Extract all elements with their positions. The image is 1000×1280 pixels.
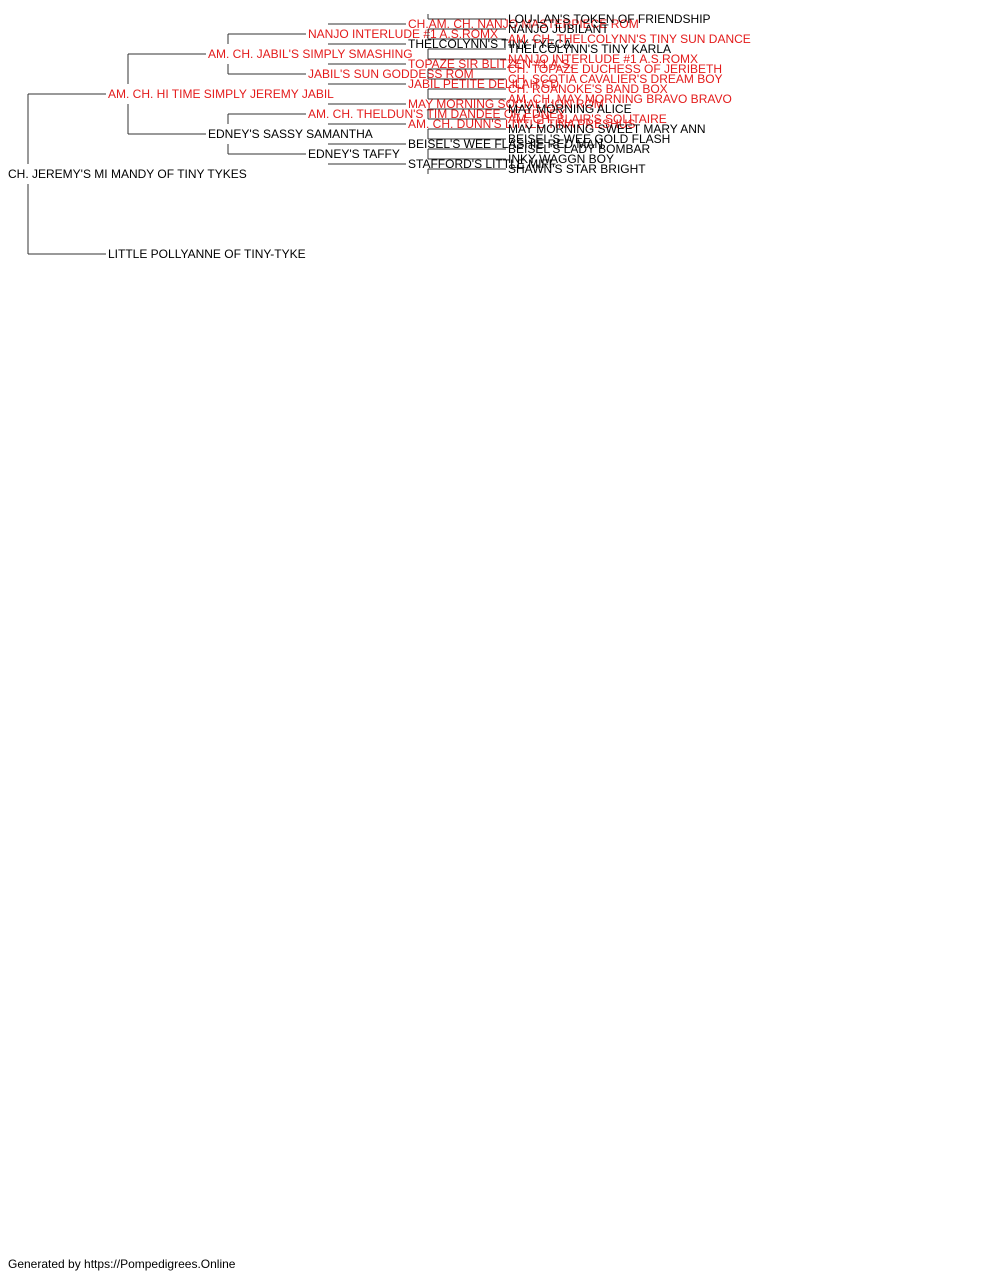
pedigree-entry-gen5-31: SHAWN'S STAR BRIGHT <box>508 162 646 176</box>
pedigree-entry-gen5-24: MAY MORNING SWEET MARY ANN <box>508 122 706 136</box>
pedigree-entry-gen5-5: LOU-LAN'S TOKEN OF FRIENDSHIP <box>508 12 711 26</box>
pedigree-entry-gen1-1: AM. CH. HI TIME SIMPLY JEREMY JABIL <box>108 87 334 101</box>
pedigree-entry-gen5-8: AM. CH. THELCOLYNN'S TINY SUN DANCE <box>508 32 751 46</box>
pedigree-entry-gen5-12: NANJO INTERLUDE #1 A.S.ROMX <box>508 52 698 66</box>
pedigree-entry-gen4-26: BEISEL'S WEE FLASHIE RED MAN <box>408 137 603 151</box>
pedigree-entry-gen3-18: AM. CH. THELDUN'S TIM DANDEE OF EDNEY <box>308 107 565 121</box>
pedigree-entry-gen2-17: EDNEY'S SASSY SAMANTHA <box>208 127 373 141</box>
pedigree-entry-gen4-11: TOPAZE SIR BLITZEN #1 A.S. <box>408 57 573 71</box>
pedigree-entry-gen5-6: NANJO JUBILANT <box>508 22 609 36</box>
pedigree-entry-gen5-27: BEISEL'S WEE GOLD FLASH <box>508 132 670 146</box>
pedigree-entry-gen1-32: LITTLE POLLYANNE OF TINY-TYKE <box>108 247 306 261</box>
pedigree-entry-gen5-23: AM. CH. BLAIR'S SOLITAIRE <box>508 112 667 126</box>
pedigree-entry-gen5-20: AM. CH. MAY MORNING BRAVO BRAVO <box>508 92 732 106</box>
pedigree-entry-gen5-13: CH. TOPAZE DUCHESS OF JERIBETH <box>508 62 722 76</box>
pedigree-entry-gen3-10: JABIL'S SUN GODDESS ROM <box>308 67 474 81</box>
pedigree-entry-gen5-21: MAY MORNING ALICE <box>508 102 632 116</box>
pedigree-entry-gen4-14: JABIL PETITE DELILAH CD <box>408 77 559 91</box>
pedigree-entry-gen5-28: BEISEL'S LADY BOMBAR <box>508 142 650 156</box>
pedigree-entry-gen0-0: CH. JEREMY'S MI MANDY OF TINY TYKES <box>8 167 247 181</box>
pedigree-entry-gen5-30: INKY WAGGN BOY <box>508 152 614 166</box>
footer-credit: Generated by https://Pompedigrees.Online <box>8 1257 236 1271</box>
pedigree-entry-gen4-29: STAFFORD'S LITTLE MIFF <box>408 157 556 171</box>
pedigree-entry-gen2-2: AM. CH. JABIL'S SIMPLY SMASHING <box>208 47 413 61</box>
pedigree-entry-gen5-15: CH. SCOTIA CAVALIER'S DREAM BOY <box>508 72 723 86</box>
pedigree-entry-gen5-9: THELCOLYNN'S TINY KARLA <box>508 42 671 56</box>
pedigree-entry-gen4-19: MAY MORNING SOCIAL LION ROM <box>408 97 604 111</box>
pedigree-entry-gen4-22: AM. CH. DUNN'S LITTLE TINA PRESHUS <box>408 117 635 131</box>
pedigree-entry-gen3-25: EDNEY'S TAFFY <box>308 147 400 161</box>
pedigree-entry-gen5-16: CH. ROANOKE'S BAND BOX <box>508 82 668 96</box>
pedigree-entry-gen3-3: NANJO INTERLUDE #1 A.S.ROMX <box>308 27 498 41</box>
pedigree-entry-gen4-4: CH.AM. CH. NANJO MASTERPIECE ROM <box>408 17 639 31</box>
pedigree-entry-gen4-7: THELCOLYNN'S TINY TYECA <box>408 37 571 51</box>
